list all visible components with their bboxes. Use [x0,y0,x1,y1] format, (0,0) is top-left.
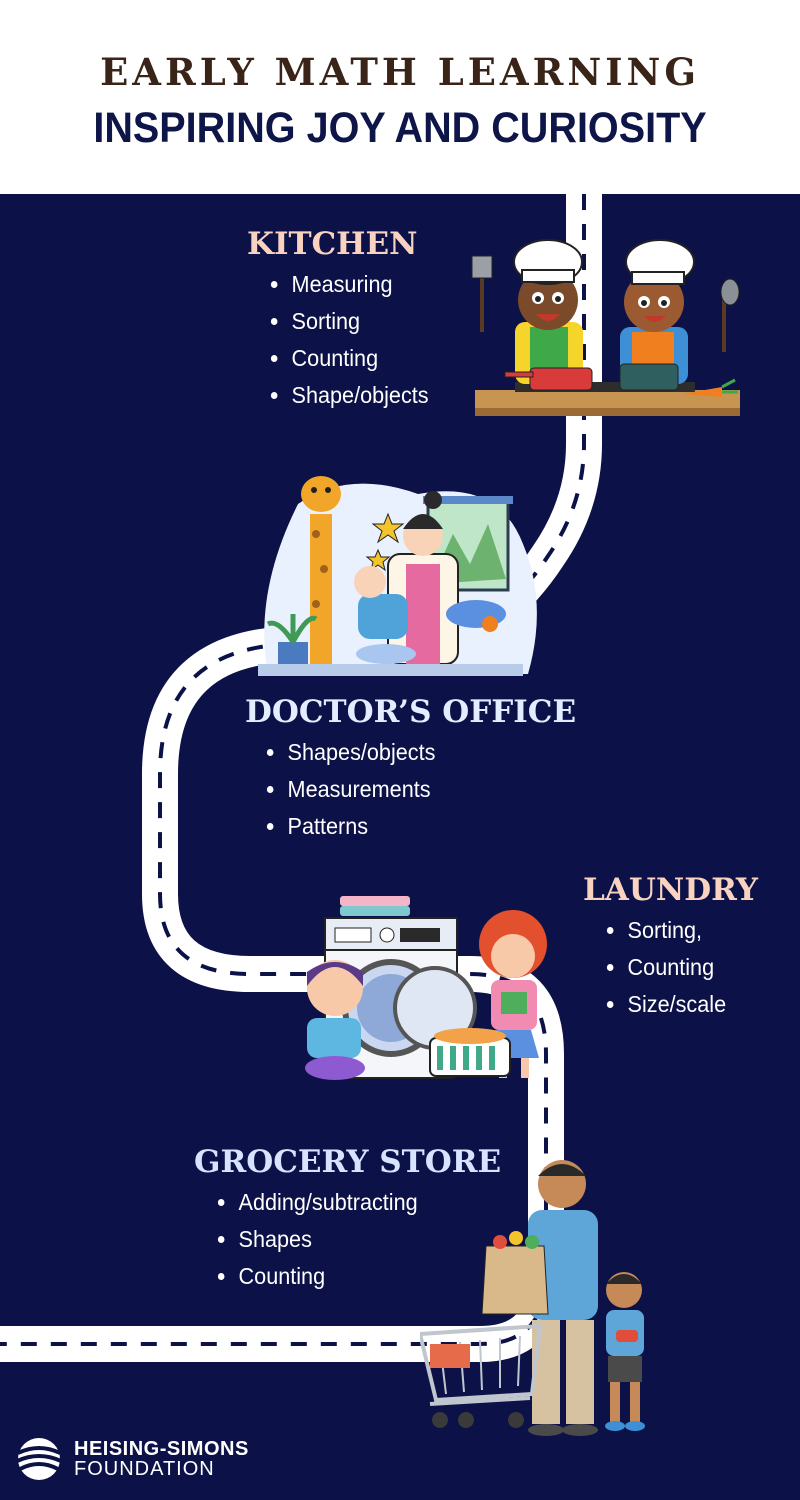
laundry-list: Sorting, Counting Size/scale [605,912,758,1023]
foundation-wave-logo-icon [16,1438,62,1480]
grocery-item: Shapes [216,1221,484,1258]
kitchen-section: KITCHEN Measuring Sorting Counting Shape… [247,226,439,414]
title-top: EARLY MATH LEARNING [100,50,700,94]
doctor-item: Measurements [265,771,557,808]
grocery-item: Adding/subtracting [216,1184,484,1221]
kitchen-title: KITCHEN [247,226,418,262]
foundation-logo: HEISING-SIMONS FOUNDATION [12,1434,249,1484]
doctor-checkup-illustration [258,476,537,676]
doctor-list: Shapes/objects Measurements Patterns [265,734,576,845]
road-path [0,194,602,1362]
laundry-item: Sorting, [605,912,749,949]
header: EARLY MATH LEARNING INSPIRING JOY AND CU… [0,0,800,194]
main-panel: KITCHEN Measuring Sorting Counting Shape… [0,194,800,1500]
kids-laundry-illustration [305,896,547,1080]
laundry-section: LAUNDRY Sorting, Counting Size/scale [583,872,758,1023]
title-main: INSPIRING JOY AND CURIOSITY [93,104,707,152]
kitchen-item: Shape/objects [269,377,429,414]
logo-line2: FOUNDATION [74,1458,215,1480]
grocery-title: GROCERY STORE [194,1144,502,1180]
kitchen-list: Measuring Sorting Counting Shape/objects [269,266,439,414]
kitchen-item: Counting [269,340,429,377]
family-shopping-illustration [420,1160,645,1436]
logo-text: HEISING-SIMONS FOUNDATION [74,1439,249,1479]
doctor-section: DOCTOR’S OFFICE Shapes/objects Measureme… [245,694,576,845]
laundry-title: LAUNDRY [583,872,759,908]
laundry-item: Counting [605,949,749,986]
doctor-title: DOCTOR’S OFFICE [245,694,577,730]
doctor-item: Shapes/objects [265,734,557,771]
grocery-section: GROCERY STORE Adding/subtracting Shapes … [194,1144,501,1295]
laundry-item: Size/scale [605,986,749,1023]
doctor-item: Patterns [265,808,557,845]
kitchen-item: Sorting [269,303,429,340]
logo-line1: HEISING-SIMONS [74,1438,249,1460]
kitchen-item: Measuring [269,266,429,303]
kids-cooking-illustration [471,239,740,416]
grocery-item: Counting [216,1258,484,1295]
grocery-list: Adding/subtracting Shapes Counting [216,1184,501,1295]
